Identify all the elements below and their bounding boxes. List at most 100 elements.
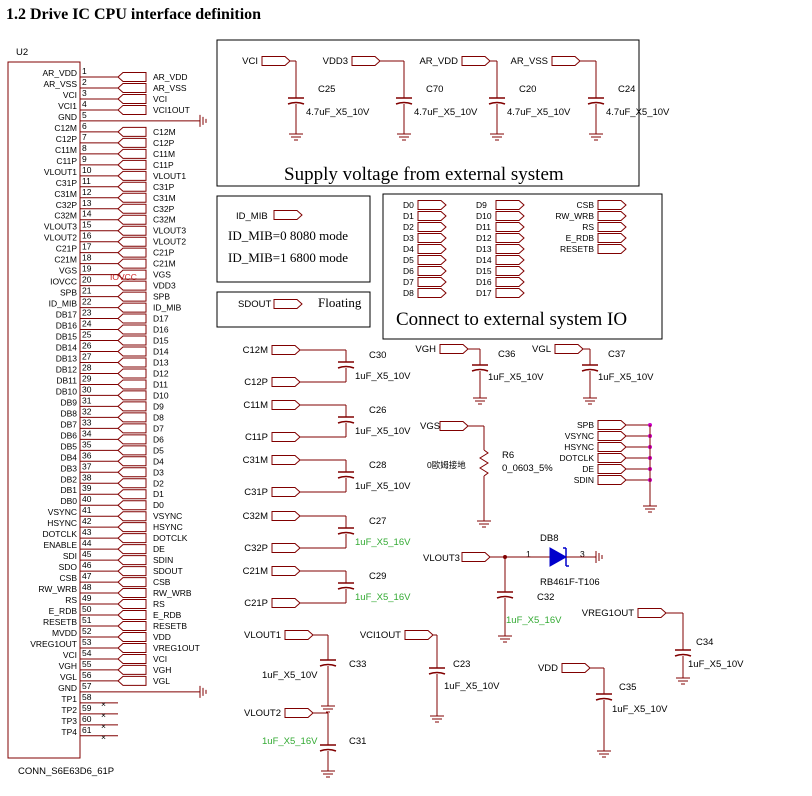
supply-cap-ref: C70 <box>426 84 443 95</box>
pin-number: 56 <box>82 670 92 680</box>
pin-name: SDO <box>59 562 78 572</box>
pin-number: 23 <box>82 308 92 318</box>
supply-box-frame <box>216 39 640 187</box>
pin-net-flag <box>117 93 147 104</box>
pump-flag <box>271 455 301 465</box>
pump-cap-plate-bottom <box>337 365 355 369</box>
pin-name: AR_VSS <box>43 79 77 89</box>
pin-net-flag <box>117 170 147 181</box>
pin-number: 12 <box>82 187 92 197</box>
pin-number: 32 <box>82 406 92 416</box>
pin-number: 29 <box>82 373 92 383</box>
pump-flag <box>271 511 301 521</box>
pin-number: 52 <box>82 626 92 636</box>
pin-number: 36 <box>82 450 92 460</box>
supply-net-flag <box>261 56 291 66</box>
supply-caption: Supply voltage from external system <box>284 164 564 185</box>
pin-name: CSB <box>60 573 78 583</box>
supply-cap-ref: C25 <box>318 84 335 95</box>
pin-net-flag <box>117 324 147 335</box>
pin-net-flag <box>117 357 147 368</box>
pin-net-label: VCI <box>153 94 167 104</box>
io-port-flag <box>417 211 447 221</box>
misc-cap-value: 1uF_X5_10V <box>612 704 668 715</box>
connector-part: CONN_S6E63D6_61P <box>18 766 114 777</box>
pin-name: TP3 <box>61 716 77 726</box>
pin-net-label: VGL <box>153 676 170 686</box>
pin-net-flag <box>117 269 147 280</box>
misc-net: VLOUT1 <box>244 630 281 641</box>
pump-cap-plate-bottom <box>337 586 355 590</box>
misc-cap-ref: C31 <box>349 736 366 747</box>
io-port-label: D5 <box>403 255 414 265</box>
iovcc-tag: IOVCC <box>110 272 137 282</box>
rgb-net-label: SPB <box>577 420 594 430</box>
io-caption: Connect to external system IO <box>396 309 627 330</box>
pin-number: 24 <box>82 319 92 329</box>
pin-net-label: VGH <box>153 665 171 675</box>
pin-net-label: CSB <box>153 577 171 587</box>
pin-number: 34 <box>82 428 92 438</box>
pump-cap-value: 1uF_X5_16V <box>355 592 411 603</box>
pin-number: 51 <box>82 615 92 625</box>
pin-number: 22 <box>82 297 92 307</box>
supply-cap-plate-bottom <box>488 101 506 105</box>
io-port-flag <box>597 233 627 243</box>
pump-flag <box>271 487 301 497</box>
pin-name: E_RDB <box>49 606 78 616</box>
io-port-flag <box>597 200 627 210</box>
misc-cap-ref: C23 <box>453 659 470 670</box>
pump-bot-net: C31P <box>244 487 268 498</box>
pin-name: VGL <box>60 672 77 682</box>
sdout-net-label: SDOUT <box>238 299 271 310</box>
pin-number: 31 <box>82 395 92 405</box>
supply-net-flag <box>461 56 491 66</box>
vgs-net-label: VGS <box>420 421 440 432</box>
io-port-label: D16 <box>476 277 492 287</box>
pump-cap-value: 1uF_X5_10V <box>355 371 411 382</box>
io-port-flag <box>495 266 525 276</box>
pin-number: 61 <box>82 725 92 735</box>
pin-name: RS <box>65 595 77 605</box>
io-port-label: RW_WRB <box>555 211 594 221</box>
sdout-box-frame <box>216 291 371 328</box>
supply-cap-net: AR_VDD <box>419 56 458 67</box>
pin-net-flag <box>117 533 147 544</box>
pin-net-flag <box>117 72 147 82</box>
pin-number: 3 <box>82 88 87 98</box>
io-port-label: D10 <box>476 211 492 221</box>
pump-top-net: C12M <box>243 345 268 356</box>
pin-net-flag <box>117 489 147 500</box>
io-port-flag <box>495 244 525 254</box>
misc-flag <box>561 663 591 673</box>
pump-top-net: C31M <box>243 455 268 466</box>
pin-net-flag <box>117 500 147 511</box>
pin-name: TP4 <box>61 727 77 737</box>
io-port-flag <box>495 200 525 210</box>
vlout3-circuit: VLOUT3 DB8 1 3 RB461F-T106 C32 1uF_X5_16… <box>423 533 603 643</box>
misc-cap-plate-bottom <box>595 697 613 701</box>
vgs-flag <box>439 421 469 431</box>
pin-name: VSYNC <box>48 507 77 517</box>
pin-name: RESETB <box>43 617 77 627</box>
misc-cap-plate-bottom <box>674 653 692 657</box>
pin-number: 42 <box>82 516 92 526</box>
pin-net-label: VLOUT2 <box>153 237 186 247</box>
pin-name: C31P <box>56 178 78 188</box>
pin-net-flag <box>117 664 147 675</box>
pin-net-flag <box>117 631 147 642</box>
pin-number: 15 <box>82 220 92 230</box>
pin-net-label: C21M <box>153 259 176 269</box>
pin-net-label: D1 <box>153 489 164 499</box>
pin-number: 33 <box>82 417 92 427</box>
io-port-flag <box>495 233 525 243</box>
pin-net-flag <box>117 511 147 522</box>
pin-net-flag <box>117 412 147 423</box>
db8-pin1: 1 <box>526 549 531 559</box>
supply-cap-value: 4.7uF_X5_10V <box>507 107 571 118</box>
gate-cap-value: 1uF_X5_10V <box>598 372 654 383</box>
pump-bot-net: C21P <box>244 598 268 609</box>
pin-net-flag <box>117 675 147 686</box>
